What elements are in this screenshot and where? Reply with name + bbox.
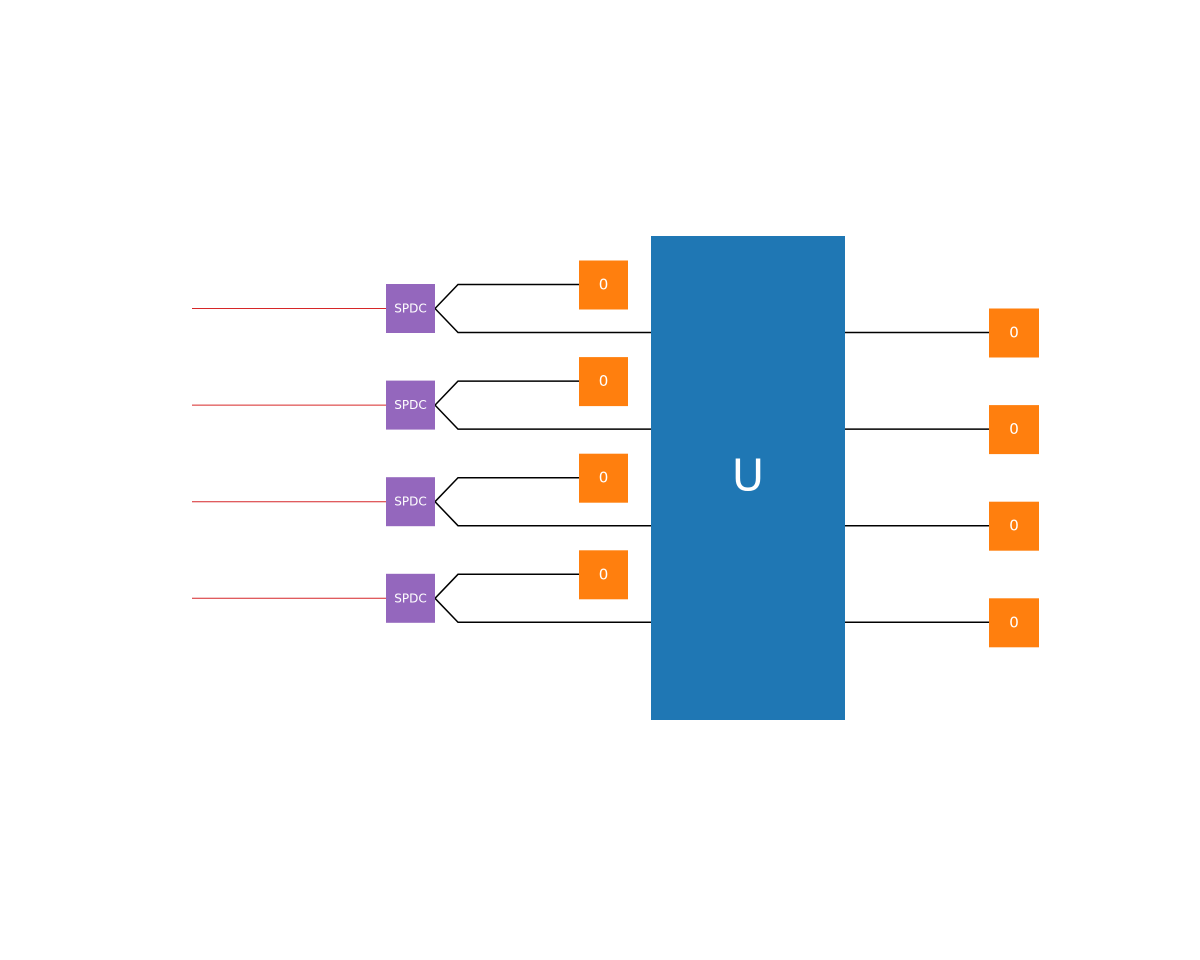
spdc-label: SPDC: [394, 495, 426, 509]
herald-detector-count: 0: [599, 372, 609, 390]
idler-mode-line: [434, 573, 579, 599]
idler-mode-line: [434, 283, 579, 310]
herald-detector: [579, 453, 628, 503]
output-detector-count: 0: [1009, 517, 1019, 535]
spdc-label: SPDC: [394, 302, 426, 316]
unitary-block: [651, 236, 845, 720]
herald-detector-count: 0: [599, 276, 609, 294]
spdc-source: [386, 573, 435, 623]
output-detector-count: 0: [1009, 324, 1019, 342]
output-detector: [989, 308, 1039, 358]
herald-detector: [579, 550, 628, 600]
output-detector: [989, 501, 1039, 551]
spdc-label: SPDC: [394, 398, 426, 412]
output-detector-count: 0: [1009, 613, 1019, 631]
signal-mode-line: [434, 597, 651, 624]
spdc-source: [386, 284, 435, 333]
signal-mode-line: [434, 404, 651, 430]
idler-mode-line: [434, 476, 579, 503]
idler-mode-line: [434, 380, 579, 406]
output-detector: [989, 598, 1039, 648]
wire-layer: [192, 283, 989, 624]
spdc-source: [386, 477, 435, 527]
unitary-label: U: [732, 451, 764, 502]
herald-detector-count: 0: [599, 565, 609, 583]
signal-mode-line: [434, 307, 651, 334]
herald-detector-count: 0: [599, 469, 609, 487]
spdc-label: SPDC: [394, 591, 426, 605]
spdc-source: [386, 380, 435, 430]
herald-detector: [579, 357, 628, 407]
herald-detector: [579, 260, 628, 310]
output-detector-count: 0: [1009, 420, 1019, 438]
signal-mode-line: [434, 501, 651, 527]
output-detector: [989, 405, 1039, 455]
